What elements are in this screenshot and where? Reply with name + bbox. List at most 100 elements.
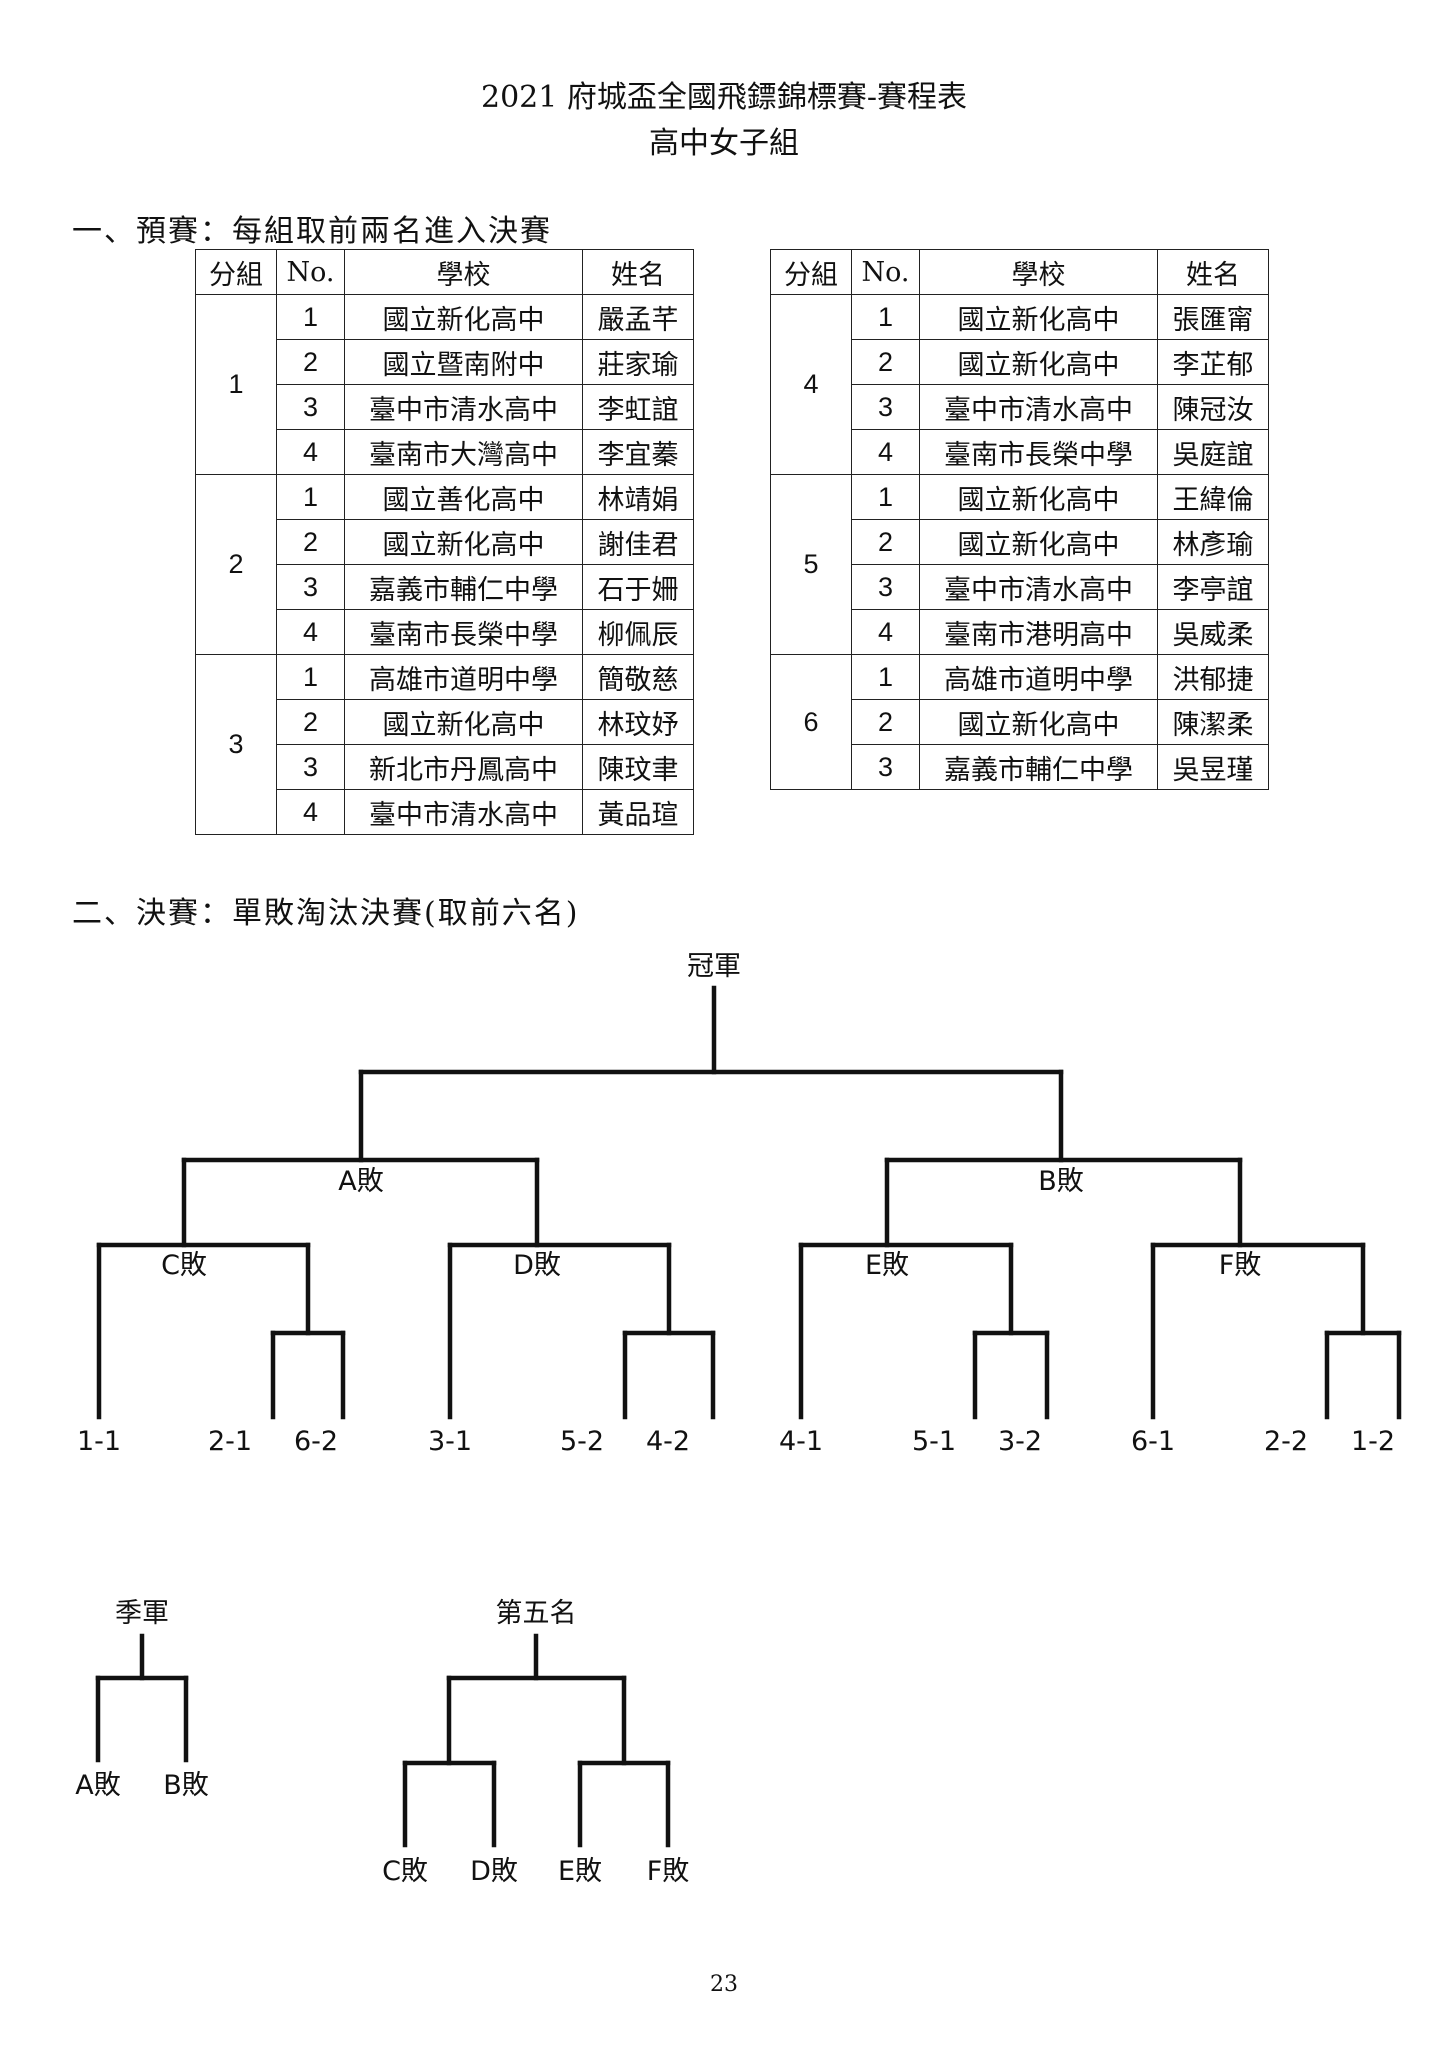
school-name: 高雄市道明中學 (919, 654, 1158, 700)
player-name: 王緯倫 (1157, 474, 1269, 520)
player-name: 林玟妤 (582, 699, 694, 745)
group-number: 4 (770, 294, 852, 475)
seed-label: 4-1 (779, 1426, 823, 1457)
school-name: 國立新化高中 (919, 699, 1158, 745)
loser-label-a: A敗 (338, 1166, 383, 1197)
player-name: 吳庭誼 (1157, 429, 1269, 475)
player-name: 吳威柔 (1157, 609, 1269, 655)
column-header: 分組 (195, 249, 277, 295)
fifth-place-player: C敗 (382, 1856, 428, 1887)
column-header: No. (276, 249, 345, 295)
school-name: 臺南市長榮中學 (919, 429, 1158, 475)
loser-label-f: F敗 (1219, 1250, 1262, 1281)
seed-label: 2-1 (208, 1426, 252, 1457)
loser-label-c: C敗 (161, 1250, 207, 1281)
player-name: 嚴孟芊 (582, 294, 694, 340)
player-number: 1 (851, 294, 920, 340)
player-name: 莊家瑜 (582, 339, 694, 385)
school-name: 臺中市清水高中 (344, 789, 583, 835)
third-place-player: B敗 (163, 1770, 209, 1801)
player-name: 李虹誼 (582, 384, 694, 430)
seed-label: 6-2 (294, 1426, 338, 1457)
document-title: 2021 府城盃全國飛鏢錦標賽-賽程表 (480, 80, 968, 115)
column-header: 姓名 (582, 249, 694, 295)
player-name: 陳潔柔 (1157, 699, 1269, 745)
player-name: 李宜蓁 (582, 429, 694, 475)
player-name: 張匯甯 (1157, 294, 1269, 340)
player-name: 謝佳君 (582, 519, 694, 565)
page-number: 23 (710, 1972, 738, 1997)
school-name: 國立善化高中 (344, 474, 583, 520)
player-name: 石于姍 (582, 564, 694, 610)
loser-label-e: E敗 (865, 1250, 909, 1281)
column-header: 學校 (919, 249, 1158, 295)
seed-label: 3-1 (428, 1426, 472, 1457)
player-number: 1 (851, 654, 920, 700)
school-name: 國立新化高中 (919, 294, 1158, 340)
player-number: 3 (276, 384, 345, 430)
third-place-player: A敗 (75, 1770, 120, 1801)
group-number: 2 (195, 474, 277, 655)
school-name: 嘉義市輔仁中學 (919, 744, 1158, 790)
seed-label: 1-2 (1351, 1426, 1395, 1457)
player-name: 柳佩辰 (582, 609, 694, 655)
player-number: 2 (851, 699, 920, 745)
player-name: 吳昱瑾 (1157, 744, 1269, 790)
fifth-place-player: D敗 (470, 1856, 518, 1887)
school-name: 國立暨南附中 (344, 339, 583, 385)
school-name: 國立新化高中 (919, 474, 1158, 520)
seed-label: 3-2 (998, 1426, 1042, 1457)
seed-label: 5-2 (560, 1426, 604, 1457)
school-name: 臺中市清水高中 (344, 384, 583, 430)
school-name: 嘉義市輔仁中學 (344, 564, 583, 610)
final-heading: 二、決賽：單敗淘汰決賽(取前六名) (72, 896, 580, 931)
player-number: 4 (851, 609, 920, 655)
fifth-place-player: F敗 (647, 1856, 690, 1887)
column-header: 姓名 (1157, 249, 1269, 295)
player-name: 洪郁捷 (1157, 654, 1269, 700)
group-number: 6 (770, 654, 852, 790)
fifth-place-title: 第五名 (496, 1598, 577, 1629)
school-name: 臺南市長榮中學 (344, 609, 583, 655)
player-name: 黃品瑄 (582, 789, 694, 835)
player-number: 2 (851, 519, 920, 565)
loser-label-d: D敗 (513, 1250, 561, 1281)
player-number: 2 (276, 699, 345, 745)
school-name: 臺南市大灣高中 (344, 429, 583, 475)
player-name: 李芷郁 (1157, 339, 1269, 385)
player-number: 3 (276, 744, 345, 790)
player-name: 陳玟聿 (582, 744, 694, 790)
group-number: 3 (195, 654, 277, 835)
champion-label: 冠軍 (687, 951, 741, 982)
player-number: 4 (276, 429, 345, 475)
player-number: 4 (851, 429, 920, 475)
player-name: 李亭誼 (1157, 564, 1269, 610)
school-name: 國立新化高中 (344, 519, 583, 565)
player-number: 3 (851, 744, 920, 790)
school-name: 臺南市港明高中 (919, 609, 1158, 655)
third-place-title: 季軍 (115, 1598, 169, 1629)
school-name: 臺中市清水高中 (919, 384, 1158, 430)
document-subtitle: 高中女子組 (649, 126, 799, 161)
school-name: 國立新化高中 (344, 699, 583, 745)
school-name: 國立新化高中 (919, 339, 1158, 385)
